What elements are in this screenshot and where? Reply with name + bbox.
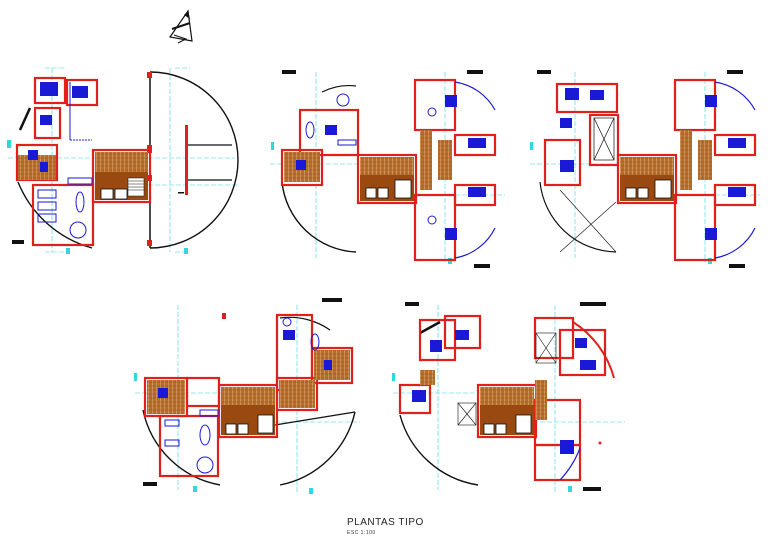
plan-5 (392, 302, 625, 492)
north-arrow-icon (168, 9, 193, 44)
plan-1 (7, 67, 239, 254)
title-block: PLANTAS TIPO ESC 1:100 (347, 517, 424, 536)
drawing-title: PLANTAS TIPO (347, 517, 424, 528)
plan-2 (270, 70, 505, 268)
plan-3 (530, 70, 760, 268)
plan-4 (134, 298, 360, 494)
drawing-scale: ESC 1:100 (347, 530, 376, 536)
